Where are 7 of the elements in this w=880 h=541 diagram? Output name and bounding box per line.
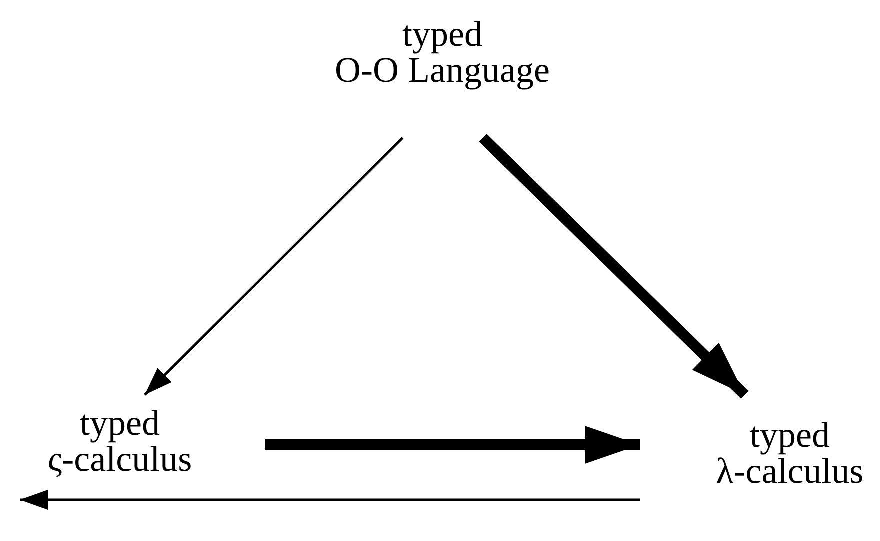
- arrow: [479, 134, 749, 399]
- arrow: [265, 426, 640, 464]
- node-label: typed ς-calculus: [20, 395, 265, 500]
- node-label: typed O-O Language: [290, 8, 595, 146]
- arrow: [144, 137, 404, 396]
- arrow: [20, 490, 640, 510]
- node-label: typed λ-calculus: [640, 395, 880, 510]
